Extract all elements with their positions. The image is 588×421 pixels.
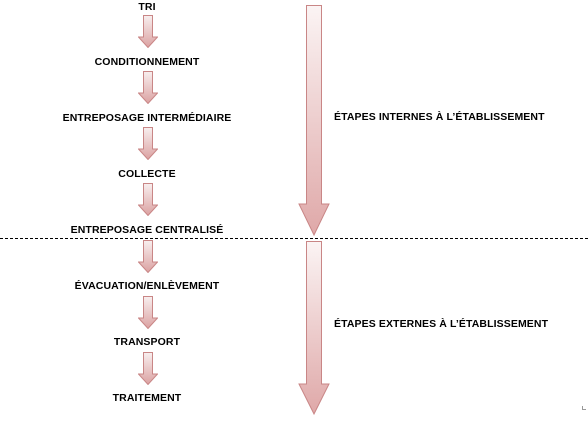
step-label-traitement: TRAITEMENT	[112, 392, 182, 404]
down-arrow-icon	[138, 71, 158, 104]
step-label-evacuation-enlevement: ÉVACUATION/ENLÈVEMENT	[74, 280, 220, 292]
down-arrow-icon	[138, 183, 158, 216]
step-label-collecte: COLLECTE	[118, 168, 176, 180]
down-arrow-icon	[138, 127, 158, 160]
step-label-entreposage-centralise: ENTREPOSAGE CENTRALISÉ	[70, 224, 224, 236]
external-stages-label: ÉTAPES EXTERNES À L’ÉTABLISSEMENT	[334, 318, 549, 330]
external-stages-arrow-icon	[298, 241, 330, 415]
internal-stages-arrow-icon	[298, 5, 330, 236]
step-label-conditionnement: CONDITIONNEMENT	[94, 56, 200, 68]
down-arrow-icon	[138, 240, 158, 273]
step-label-entreposage-intermediaire: ENTREPOSAGE INTERMÉDIAIRE	[62, 112, 232, 124]
step-label-transport: TRANSPORT	[113, 336, 181, 348]
down-arrow-icon	[138, 352, 158, 385]
internal-stages-label: ÉTAPES INTERNES À L’ÉTABLISSEMENT	[334, 111, 545, 123]
step-label-tri: TRI	[138, 1, 156, 13]
internal-external-divider	[0, 238, 588, 239]
down-arrow-icon	[138, 296, 158, 329]
corner-mark	[582, 406, 586, 410]
down-arrow-icon	[138, 15, 158, 48]
